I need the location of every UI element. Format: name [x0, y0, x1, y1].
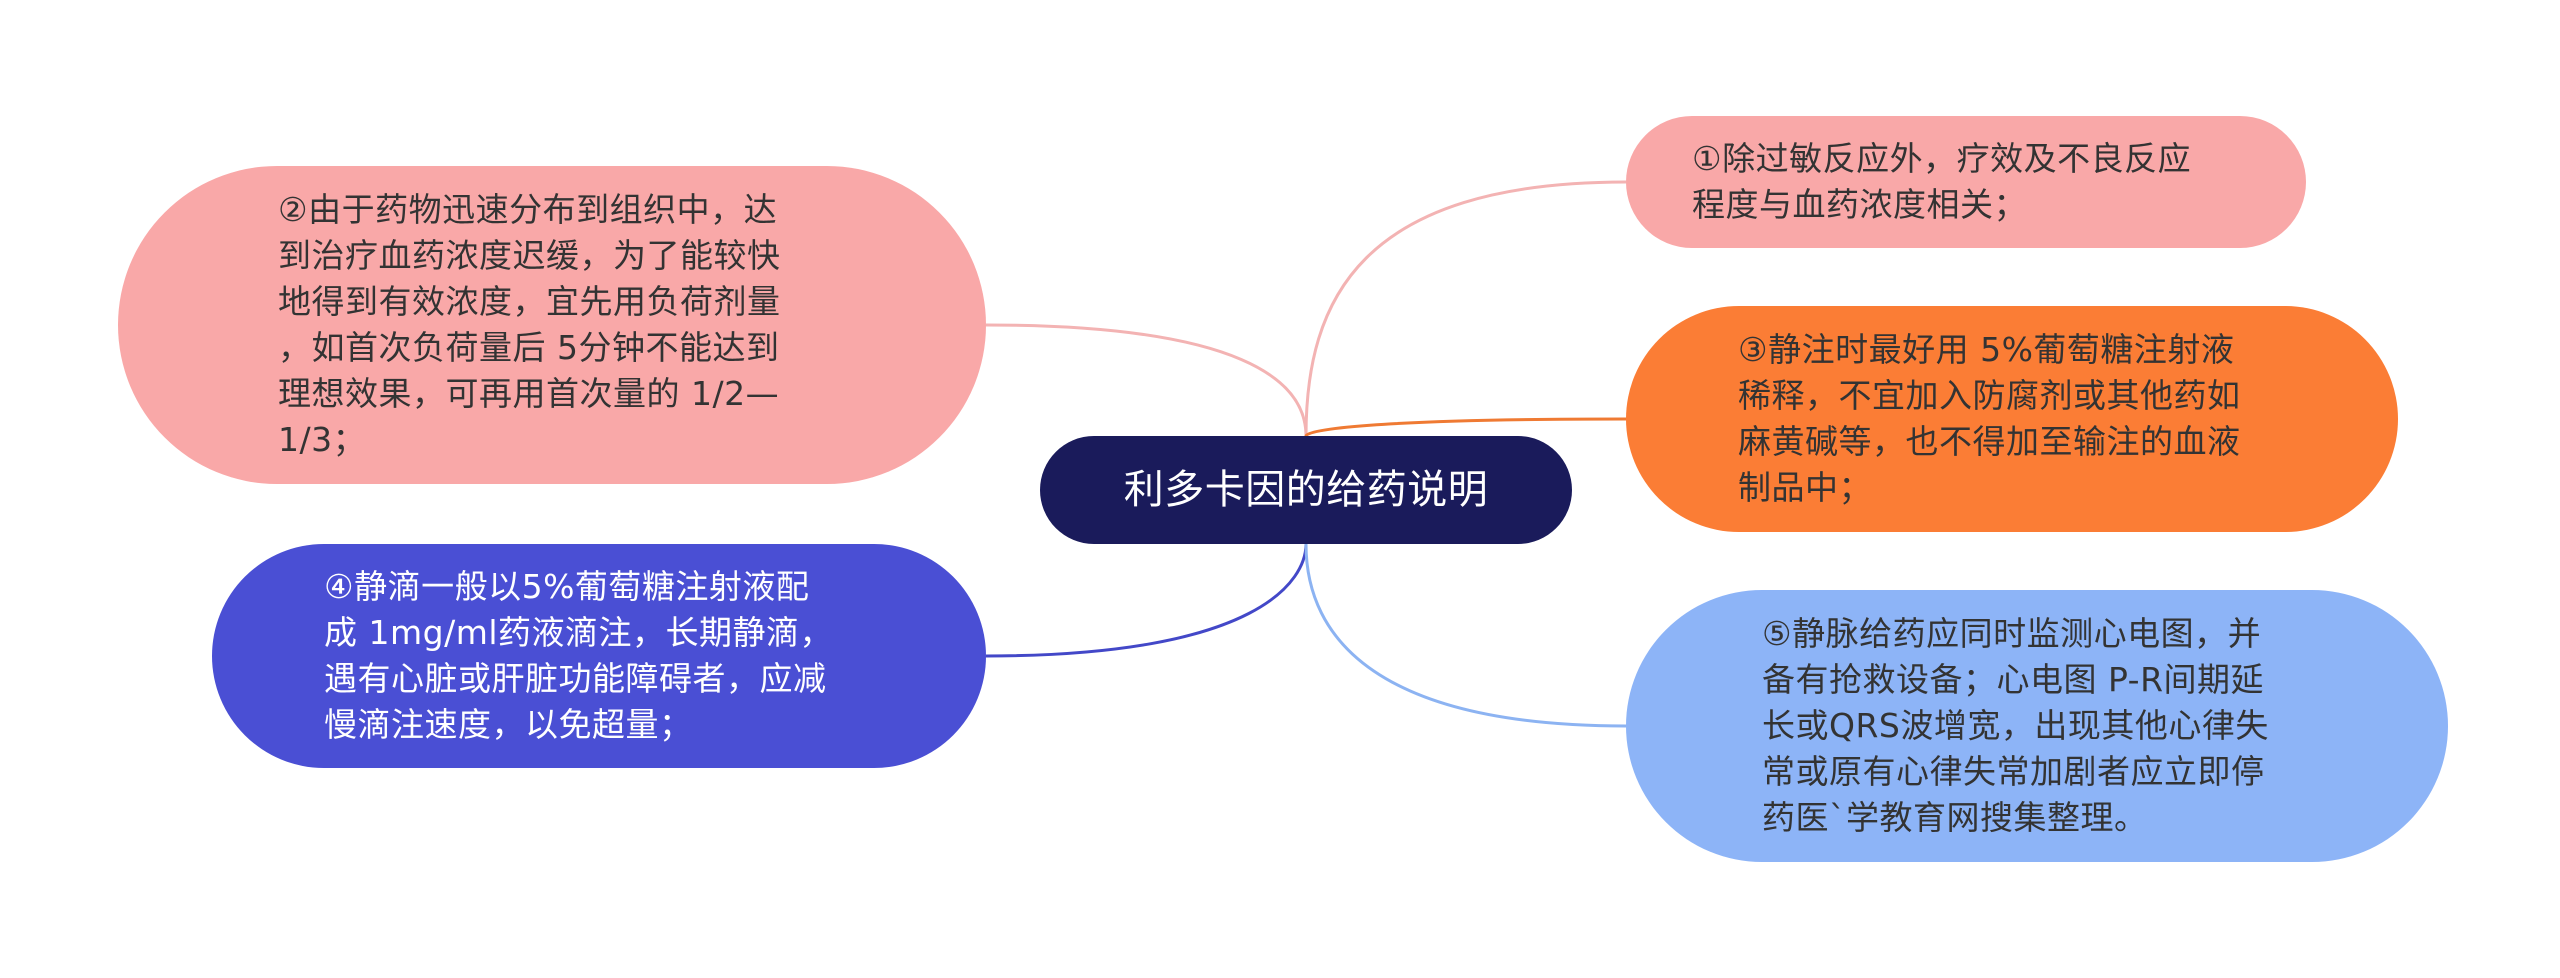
- connector-n4: [985, 543, 1308, 658]
- branch-node-2-label: ②由于药物迅速分布到组织中，达 到治疗血药浓度迟缓，为了能较快 地得到有效浓度，…: [278, 190, 781, 459]
- connector-n2: [985, 323, 1308, 437]
- branch-node-3-label: ③静注时最好用 5%葡萄糖注射液 稀释，不宜加入防腐剂或其他药如 麻黄碱等，也不…: [1738, 330, 2241, 507]
- root-node-label: 利多卡因的给药说明: [1123, 467, 1489, 513]
- branch-node-4[interactable]: ④静滴一般以5%葡萄糖注射液配 成 1mg/ml药液滴注，长期静滴， 遇有心脏或…: [212, 544, 986, 768]
- branch-node-5-label: ⑤静脉给药应同时监测心电图，并 备有抢救设备；心电图 P-R间期延 长或QRS波…: [1762, 614, 2269, 837]
- root-node[interactable]: 利多卡因的给药说明: [1040, 436, 1572, 544]
- branch-node-5[interactable]: ⑤静脉给药应同时监测心电图，并 备有抢救设备；心电图 P-R间期延 长或QRS波…: [1626, 590, 2448, 862]
- branch-node-1[interactable]: ①除过敏反应外，疗效及不良反应 程度与血药浓度相关；: [1626, 116, 2306, 248]
- branch-node-4-label: ④静滴一般以5%葡萄糖注射液配 成 1mg/ml药液滴注，长期静滴， 遇有心脏或…: [324, 567, 834, 744]
- connector-n1: [1304, 180, 1627, 437]
- branch-node-3[interactable]: ③静注时最好用 5%葡萄糖注射液 稀释，不宜加入防腐剂或其他药如 麻黄碱等，也不…: [1626, 306, 2398, 532]
- connector-n5: [1304, 543, 1627, 728]
- branch-node-1-label: ①除过敏反应外，疗效及不良反应 程度与血药浓度相关；: [1692, 139, 2192, 224]
- connector-n3: [1304, 417, 1627, 437]
- branch-node-2[interactable]: ②由于药物迅速分布到组织中，达 到治疗血药浓度迟缓，为了能较快 地得到有效浓度，…: [118, 166, 986, 484]
